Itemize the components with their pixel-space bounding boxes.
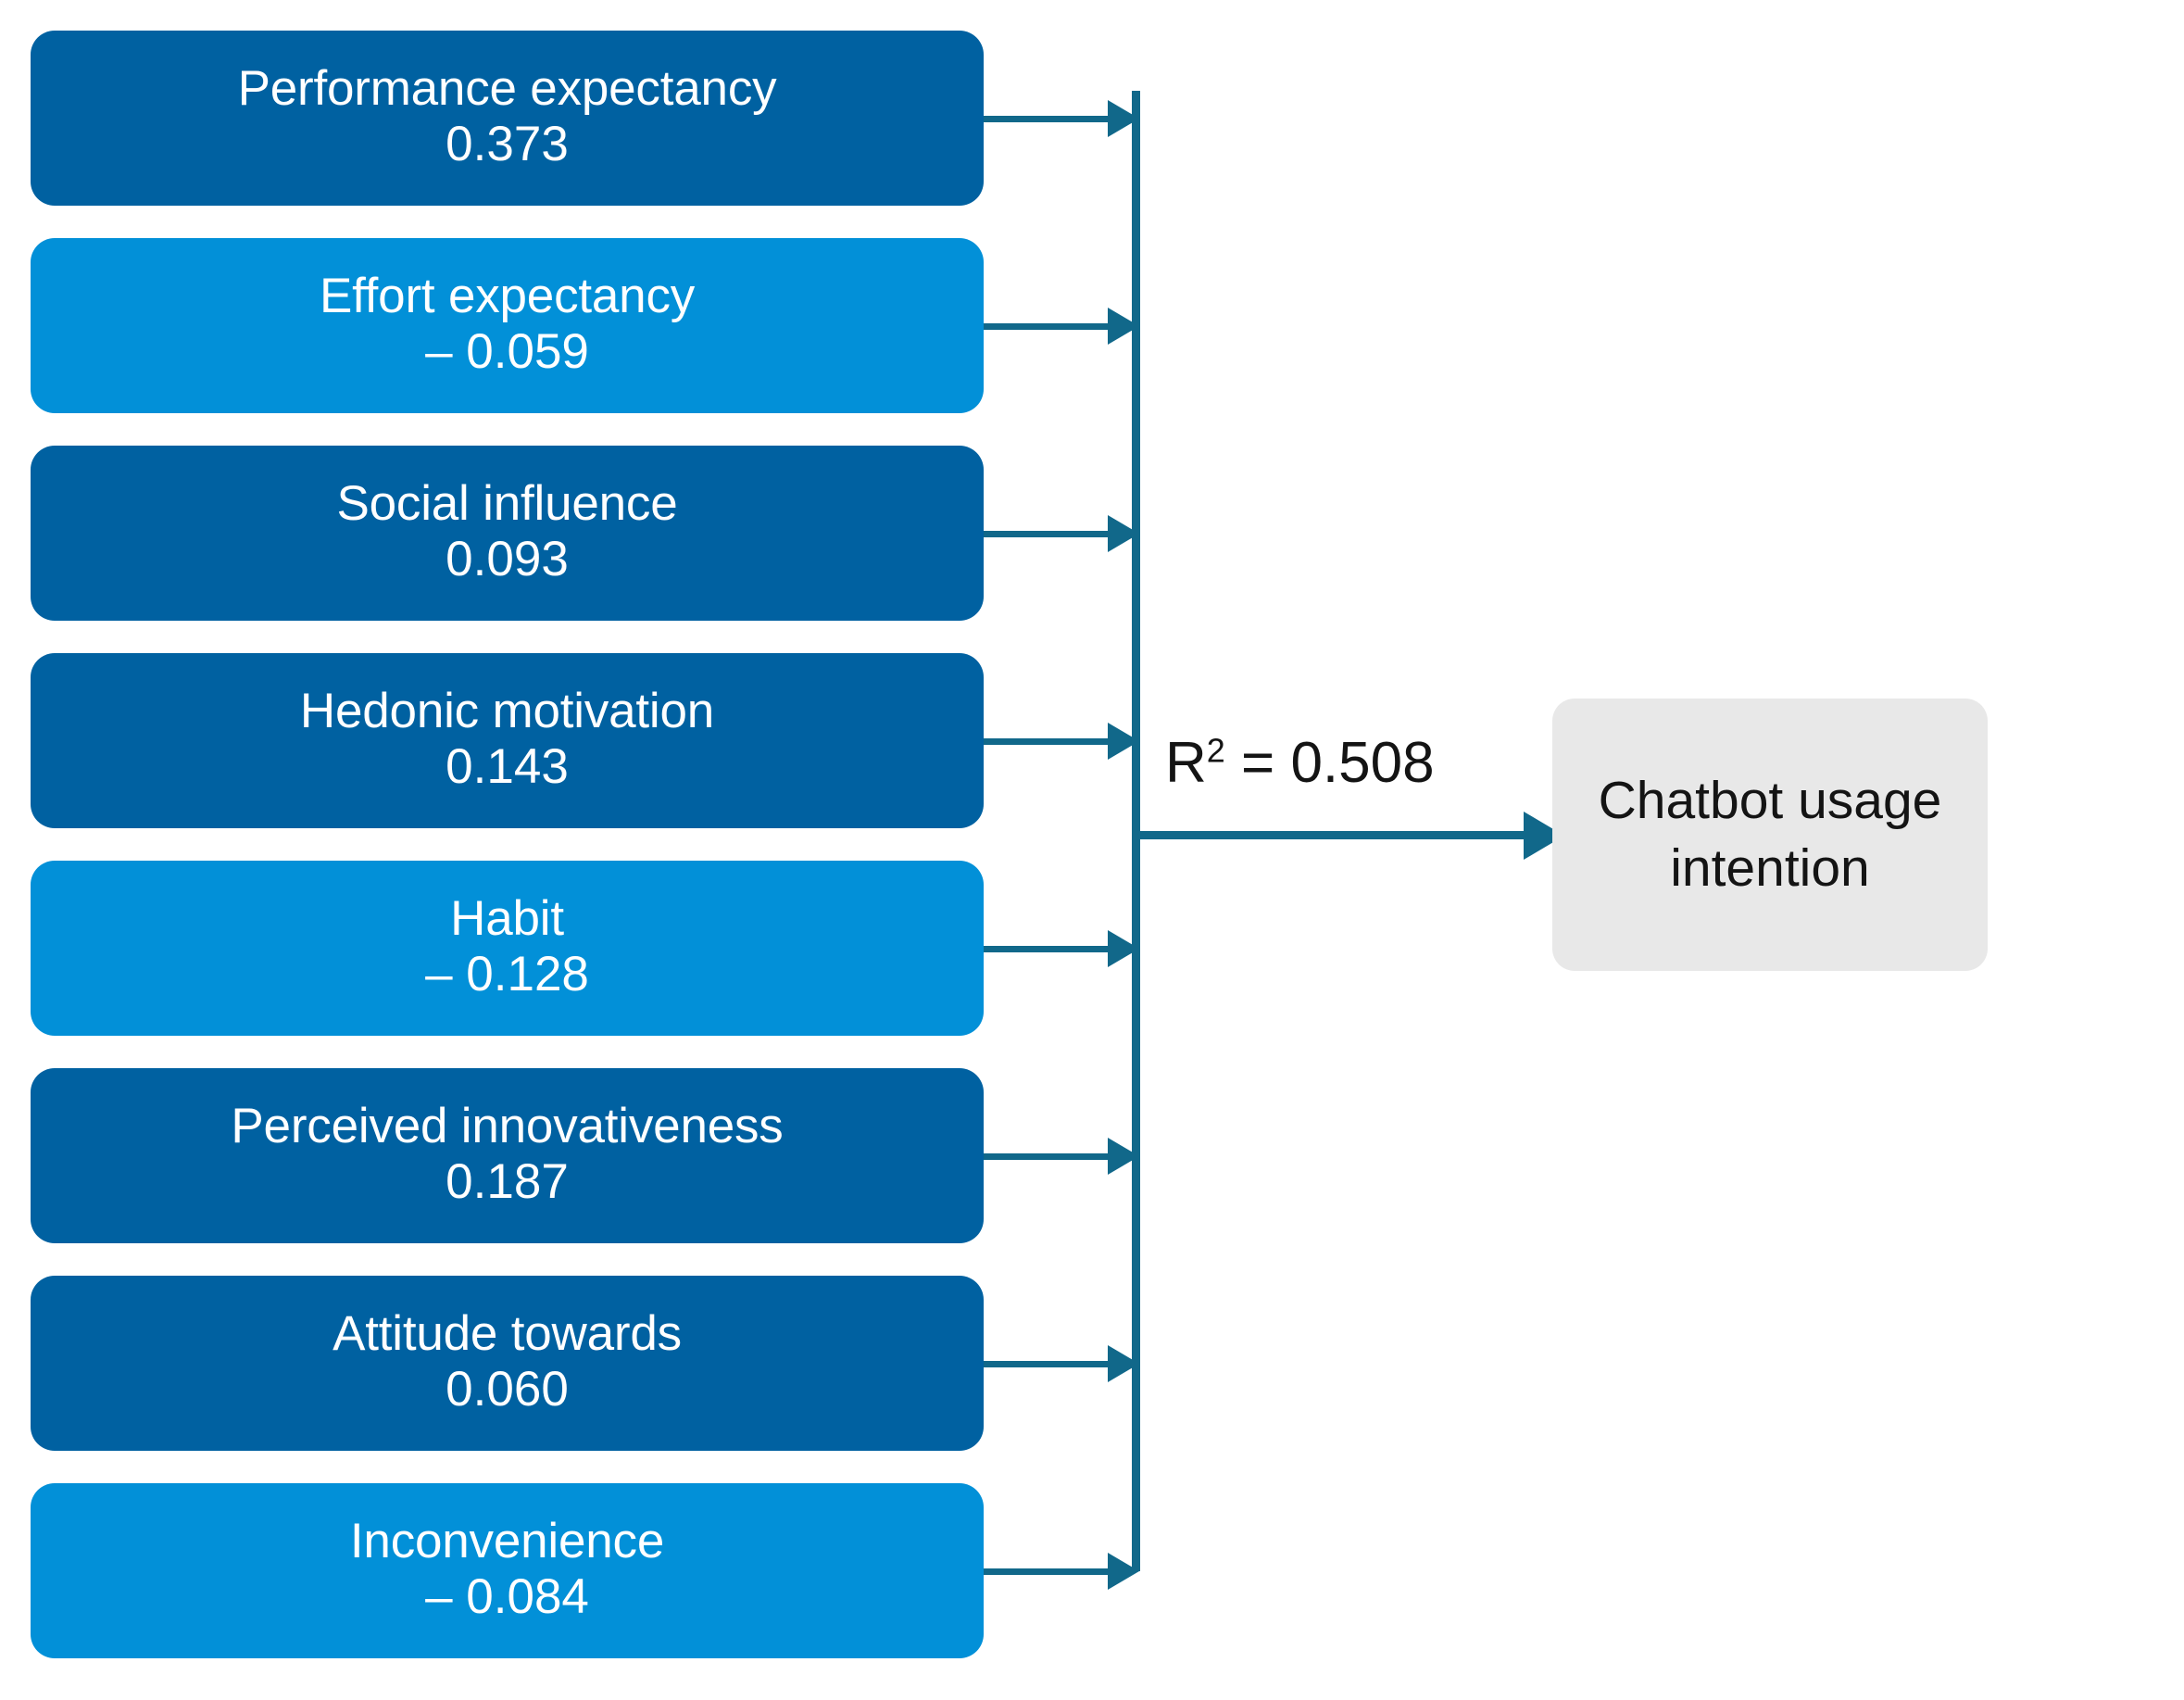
predictor-coefficient: – 0.084 bbox=[425, 1568, 589, 1624]
connector-spine bbox=[1132, 91, 1140, 1571]
predictor-box-hedonic-motivation[interactable]: Hedonic motivation 0.143 bbox=[31, 653, 984, 828]
predictor-box-social-influence[interactable]: Social influence 0.093 bbox=[31, 446, 984, 621]
r-squared-symbol: R bbox=[1165, 731, 1207, 795]
connector-line-arrow-icon bbox=[984, 531, 1132, 537]
predictor-coefficient: 0.143 bbox=[446, 738, 569, 794]
connector-line-arrow-icon bbox=[984, 1568, 1132, 1575]
predictor-box-inconvenience[interactable]: Inconvenience – 0.084 bbox=[31, 1483, 984, 1658]
connector-line-arrow-icon bbox=[984, 323, 1132, 330]
outcome-label-line1: Chatbot usage bbox=[1598, 771, 1942, 831]
predictor-box-perceived-innovativeness[interactable]: Perceived innovativeness 0.187 bbox=[31, 1068, 984, 1243]
r-squared-annotation: R2 = 0.508 bbox=[1165, 730, 1435, 796]
predictor-box-attitude-towards[interactable]: Attitude towards 0.060 bbox=[31, 1276, 984, 1451]
outcome-label: Chatbot usage intention bbox=[1599, 767, 1942, 902]
predictor-coefficient: – 0.059 bbox=[425, 323, 589, 379]
main-path-line bbox=[1137, 831, 1536, 839]
outcome-box-chatbot-usage-intention[interactable]: Chatbot usage intention bbox=[1552, 699, 1988, 971]
predictor-label: Effort expectancy bbox=[319, 268, 696, 323]
predictor-label: Perceived innovativeness bbox=[231, 1098, 784, 1153]
predictor-box-effort-expectancy[interactable]: Effort expectancy – 0.059 bbox=[31, 238, 984, 413]
predictor-coefficient: 0.187 bbox=[446, 1153, 569, 1209]
predictor-label: Inconvenience bbox=[349, 1513, 665, 1568]
outcome-label-line2: intention bbox=[1670, 838, 1870, 898]
predictor-box-habit[interactable]: Habit – 0.128 bbox=[31, 861, 984, 1036]
r-squared-equals: = bbox=[1224, 731, 1291, 795]
predictor-coefficient: – 0.128 bbox=[425, 946, 589, 1001]
r-squared-exponent: 2 bbox=[1206, 731, 1225, 770]
r-squared-value: 0.508 bbox=[1290, 731, 1435, 795]
predictor-label: Attitude towards bbox=[333, 1305, 682, 1361]
predictor-label: Performance expectancy bbox=[237, 60, 777, 116]
connector-line-arrow-icon bbox=[984, 116, 1132, 122]
predictor-box-performance-expectancy[interactable]: Performance expectancy 0.373 bbox=[31, 31, 984, 206]
predictor-coefficient: 0.060 bbox=[446, 1361, 569, 1417]
connector-line-arrow-icon bbox=[984, 738, 1132, 745]
predictor-coefficient: 0.373 bbox=[446, 116, 569, 171]
predictor-label: Habit bbox=[450, 890, 564, 946]
connector-line-arrow-icon bbox=[984, 1361, 1132, 1367]
predictor-coefficient: 0.093 bbox=[446, 531, 569, 586]
predictor-label: Hedonic motivation bbox=[299, 683, 715, 738]
connector-line-arrow-icon bbox=[984, 1153, 1132, 1160]
predictor-label: Social influence bbox=[336, 475, 678, 531]
connector-line-arrow-icon bbox=[984, 946, 1132, 952]
